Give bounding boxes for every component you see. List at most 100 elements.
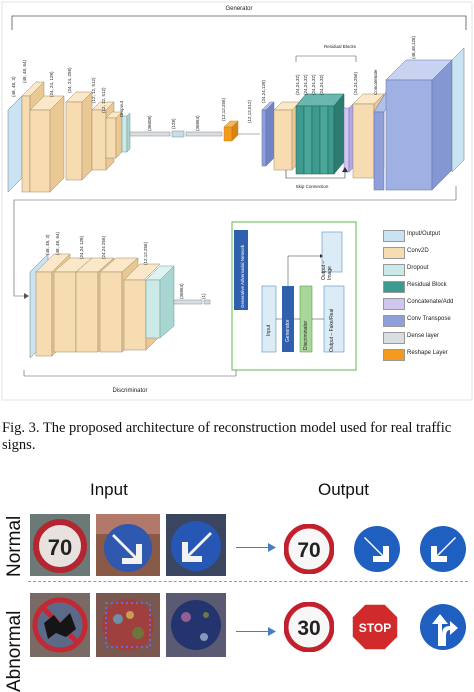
gen-reshape bbox=[223, 120, 239, 142]
residual-bracket bbox=[295, 55, 357, 62]
gan-output-fakereal-label: Output – Fake/Real bbox=[329, 308, 335, 352]
legend-swatch bbox=[383, 315, 405, 327]
row-normal-label: Normal bbox=[4, 515, 25, 577]
legend-swatch bbox=[383, 247, 405, 259]
gen-dim-label: (48, 48, 3) bbox=[11, 76, 16, 97]
gen-conv-layers bbox=[21, 81, 123, 193]
gen-dim-label: (12, 12, 512) bbox=[101, 87, 106, 113]
gen-conv-transpose bbox=[261, 101, 275, 167]
input-photo-noentry-occluded bbox=[30, 593, 90, 657]
figure-caption: Fig. 3. The proposed architecture of rec… bbox=[2, 420, 452, 453]
discriminator-bracket bbox=[23, 370, 237, 377]
legend-label: Dense layer bbox=[407, 333, 440, 339]
output-straight-or-right bbox=[420, 604, 466, 650]
output-header: Output bbox=[318, 480, 370, 499]
architecture-diagram: Generator bbox=[1, 1, 473, 401]
legend-swatch bbox=[383, 230, 405, 242]
gan-title-bar bbox=[234, 230, 248, 310]
row-abnormal-label: Abnormal bbox=[4, 610, 25, 692]
gen-dim-label: (24,24,256) bbox=[353, 71, 358, 95]
row-separator bbox=[28, 581, 468, 582]
arrow-row2 bbox=[236, 631, 272, 632]
legend-label: Concatenate/Add bbox=[407, 299, 454, 305]
legend-swatch bbox=[383, 264, 405, 276]
disc-dim-label: (24,24 128) bbox=[79, 235, 84, 259]
disc-dim-label: (1) bbox=[201, 293, 206, 300]
legend-label: Reshape Layer bbox=[407, 350, 448, 356]
disc-dim-label: (48, 48, 3) bbox=[45, 234, 50, 255]
gen-dense bbox=[129, 130, 223, 138]
gen-dim-label: (12,12,256) bbox=[221, 97, 226, 121]
gan-generator-label: Generator bbox=[285, 319, 291, 342]
legend-swatch bbox=[383, 298, 405, 310]
disc-dropout bbox=[145, 265, 175, 339]
gen-dim-label: (36864) bbox=[195, 115, 200, 131]
gen-dim-label: (12, 12, 512) bbox=[91, 77, 96, 103]
skip-connection-label: Skip Connection bbox=[296, 184, 329, 189]
arrow-row2-head bbox=[268, 627, 276, 636]
legend-label: Input/Output bbox=[407, 231, 441, 237]
discriminator-title: Discriminator bbox=[112, 388, 147, 394]
gan-input-box bbox=[261, 285, 277, 353]
output-arrow-down-left bbox=[420, 526, 466, 572]
legend-swatch bbox=[383, 349, 405, 361]
gen-dim-label: (24,24,32) bbox=[303, 74, 308, 95]
gen-input-slab bbox=[7, 95, 23, 193]
output-70-text: 70 bbox=[297, 539, 320, 562]
gen-output-conv bbox=[385, 59, 453, 191]
gen-dim-label: (12,12,512) bbox=[247, 99, 252, 123]
arrow-row1-head bbox=[268, 543, 276, 552]
input-photo-arrow-down-left bbox=[166, 514, 226, 576]
gen-dim-label: (24, 24, 128) bbox=[49, 71, 54, 97]
gan-title: Generative Adversarial Network bbox=[240, 244, 245, 308]
gen-dim-label: (48, 48, 64) bbox=[22, 59, 27, 83]
legend-label: Dropout bbox=[407, 265, 429, 271]
input-photo-blue-noisy bbox=[166, 593, 226, 657]
generator-bracket bbox=[11, 15, 467, 30]
gen-concatenate bbox=[343, 103, 354, 173]
output-speed70: 70 bbox=[284, 524, 334, 574]
input-photo-stop-noisy bbox=[96, 593, 160, 657]
legend-label: Conv Transpose bbox=[407, 316, 451, 322]
output-stop: STOP bbox=[351, 603, 399, 651]
disc-dim-label: (24,24 256) bbox=[101, 235, 106, 259]
gen-dim-label: Concatenate bbox=[373, 69, 378, 95]
gen-dim-label: (24,24,32) bbox=[295, 74, 300, 95]
gan-output-image-label: Output – Image bbox=[321, 260, 333, 280]
disc-dim-label: (12,12,256) bbox=[143, 241, 148, 265]
disc-dense bbox=[173, 299, 211, 305]
gen-dim-label: (24,24,128) bbox=[261, 79, 266, 103]
gen-dim-label: Dropout bbox=[119, 100, 124, 117]
disc-dim-label: (36864) bbox=[179, 283, 184, 299]
gen-dim-label: (128) bbox=[171, 118, 176, 129]
input-header: Input bbox=[90, 480, 128, 499]
gan-input-label: Input bbox=[266, 324, 272, 336]
output-speed30: 30 bbox=[284, 602, 334, 652]
gen-to-disc-line bbox=[13, 186, 457, 297]
output-stop-text: STOP bbox=[359, 621, 391, 635]
skip-connection-line bbox=[285, 170, 346, 179]
residual-blocks-label: Residual Blocks bbox=[324, 44, 357, 49]
input-photo-speed70: 70 bbox=[30, 514, 90, 576]
disc-dim-label: (48, 48, 64) bbox=[55, 231, 60, 255]
gan-generator-box bbox=[282, 286, 294, 352]
output-30-text: 30 bbox=[297, 617, 320, 640]
gen-dim-label: (24,24,32) bbox=[319, 74, 324, 95]
gen-output-slab bbox=[451, 47, 465, 173]
gen-dropout bbox=[121, 112, 131, 153]
legend-swatch bbox=[383, 281, 405, 293]
arrow-row1 bbox=[236, 547, 272, 548]
figure-frame bbox=[1, 1, 473, 401]
gen-dim-label: (36608) bbox=[147, 115, 152, 131]
output-arrow-down-right bbox=[354, 526, 400, 572]
legend-swatch bbox=[383, 332, 405, 344]
legend-label: Residual Block bbox=[407, 282, 447, 288]
gen-dim-label: (24, 24, 256) bbox=[67, 67, 72, 93]
gan-discriminator-label: Discriminator bbox=[303, 320, 309, 350]
generator-title: Generator bbox=[225, 6, 252, 12]
gen-dim-label: (24,24,32) bbox=[311, 74, 316, 95]
disc-conv-layers bbox=[35, 253, 161, 357]
gan-output-image-box bbox=[321, 231, 343, 273]
gen-residual-blocks bbox=[295, 93, 345, 175]
input-photo-arrow-down-right bbox=[96, 514, 160, 576]
